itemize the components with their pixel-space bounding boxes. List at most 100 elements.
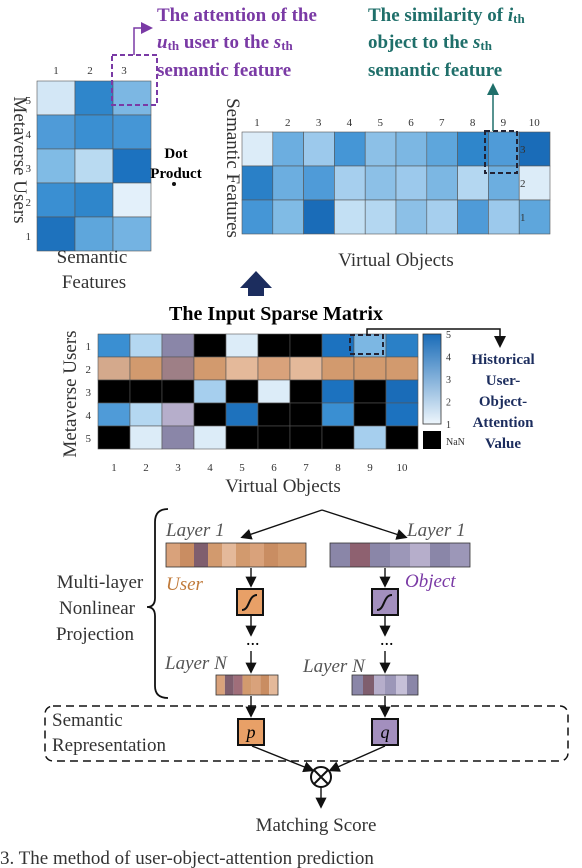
user-matrix-cell: [112, 216, 152, 252]
sparse-matrix-cell: [225, 379, 259, 404]
object-matrix-cell: [518, 165, 551, 201]
user-layer1-bar-segment: [292, 543, 306, 567]
user-layer1-bar-segment: [166, 543, 180, 567]
caption: 3. The method of user-object-attention p…: [0, 848, 374, 868]
object-matrix-cell: [241, 199, 274, 235]
object-layer1-bar-segment: [350, 543, 370, 567]
sparse-matrix-cell: [321, 356, 355, 381]
user-layerN-bar-segment: [242, 675, 252, 695]
user-layer1-bar-segment: [236, 543, 250, 567]
user-layer1-bar-segment: [180, 543, 194, 567]
user-layer1-bar-segment: [278, 543, 292, 567]
object-matrix-x-tick: 1: [254, 117, 260, 129]
object-matrix-cell: [364, 165, 397, 201]
sparse-matrix-y-label: Metaverse Users: [60, 330, 81, 457]
object-matrix-cell: [395, 199, 428, 235]
sparse-matrix-cell: [257, 379, 291, 404]
multilayer-brace: [146, 508, 169, 699]
multilayer-line3: Projection: [56, 624, 135, 645]
user-matrix-y-tick: 1: [26, 231, 32, 243]
sparse-matrix-cell: [385, 379, 419, 404]
sparse-matrix-y-tick: 3: [86, 387, 92, 399]
colorbar: [422, 333, 442, 425]
object-matrix-cell: [241, 131, 274, 167]
user-matrix-y-tick: 2: [26, 197, 32, 209]
user-annotation-line2: uth user to the sth: [157, 32, 294, 53]
sparse-matrix-y-tick: 5: [86, 433, 92, 445]
colorbar-tick: 5: [446, 330, 451, 341]
legend-line5: Value: [485, 436, 521, 452]
sparse-matrix-cell: [193, 356, 227, 381]
object-matrix-cell: [395, 131, 428, 167]
sparse-matrix-cell: [353, 356, 387, 381]
dot-product-line2: Product: [150, 166, 201, 182]
user-matrix-y-label: Metaverse Users: [9, 96, 30, 223]
layer1-left-label: Layer 1: [165, 520, 225, 541]
object-matrix-cell: [457, 131, 489, 167]
object-matrix-x-tick: 7: [439, 117, 445, 129]
user-matrix-x-tick: 3: [121, 65, 127, 77]
p-to-product-arrow: [251, 745, 315, 773]
object-layerN-bar-outline: [351, 674, 419, 696]
sparse-matrix-cell: [193, 379, 227, 404]
user-matrix-x-tick: 2: [87, 65, 93, 77]
sparse-matrix-cell: [353, 379, 387, 404]
object-matrix-y-tick: 3: [520, 144, 526, 156]
sparse-matrix-cell: [161, 356, 195, 381]
sparse-matrix-cell: [385, 425, 419, 450]
user-layerN-bar-segment: [251, 675, 261, 695]
object-layerN-bar-segment: [396, 675, 407, 695]
user-matrix-x-label-line2: Features: [62, 272, 126, 293]
object-matrix-cell: [488, 199, 520, 235]
object-matrix-cell: [303, 199, 335, 235]
sparse-matrix-cell: [97, 379, 131, 404]
sparse-matrix-cell: [289, 379, 323, 404]
multilayer-line2: Nonlinear: [59, 598, 136, 619]
object-matrix-y-tick: 1: [520, 212, 526, 224]
sparse-matrix-cell: [257, 425, 291, 450]
q-label: q: [381, 722, 390, 742]
sparse-matrix-cell: [129, 379, 163, 404]
user-matrix-cell: [74, 148, 114, 184]
user-annotation-line1: The attention of the: [157, 5, 317, 26]
object-layerN-bar-segment: [407, 675, 418, 695]
nan-label: NaN: [446, 437, 465, 448]
colorbar-tick: 2: [446, 398, 451, 409]
colorbar-tick: 4: [446, 353, 451, 364]
sparse-matrix-x-tick: 3: [175, 462, 181, 474]
object-matrix-y-tick: 2: [520, 178, 526, 190]
sparse-matrix-cell: [225, 333, 259, 358]
object-layerN-bar: [351, 674, 419, 696]
layerN-left-label: Layer N: [164, 653, 228, 674]
object-matrix-x-tick: 5: [377, 117, 383, 129]
sparse-matrix-cell: [161, 425, 195, 450]
user-layer1-bar-segment: [222, 543, 236, 567]
legend-line4: Attention: [473, 415, 534, 431]
user-layerN-bar-outline: [215, 674, 279, 696]
sparse-matrix-cell: [353, 402, 387, 427]
sparse-matrix-cell: [97, 333, 131, 358]
sparse-matrix-cell: [353, 425, 387, 450]
semantic-line1: Semantic: [52, 710, 123, 731]
object-matrix-cell: [518, 199, 551, 235]
object-matrix-cell: [272, 165, 304, 201]
q-to-product-arrow: [328, 745, 386, 772]
sparse-matrix-cell: [129, 425, 163, 450]
sparse-matrix-cell: [289, 425, 323, 450]
user-layerN-bar-segment: [216, 675, 225, 695]
sparse-matrix-cell: [129, 356, 163, 381]
object-matrix-cell: [272, 199, 304, 235]
layer1-right-label: Layer 1: [406, 520, 466, 541]
semantic-line2: Representation: [52, 735, 166, 756]
sparse-matrix-cell: [289, 402, 323, 427]
object-matrix-x-label: Virtual Objects: [338, 250, 453, 271]
sparse-matrix-cell: [193, 402, 227, 427]
colorbar-tick: 1: [446, 420, 451, 431]
legend-line3: Object-: [479, 394, 527, 410]
object-matrix-x-tick: 8: [470, 117, 476, 129]
sparse-matrix-cell: [97, 425, 131, 450]
